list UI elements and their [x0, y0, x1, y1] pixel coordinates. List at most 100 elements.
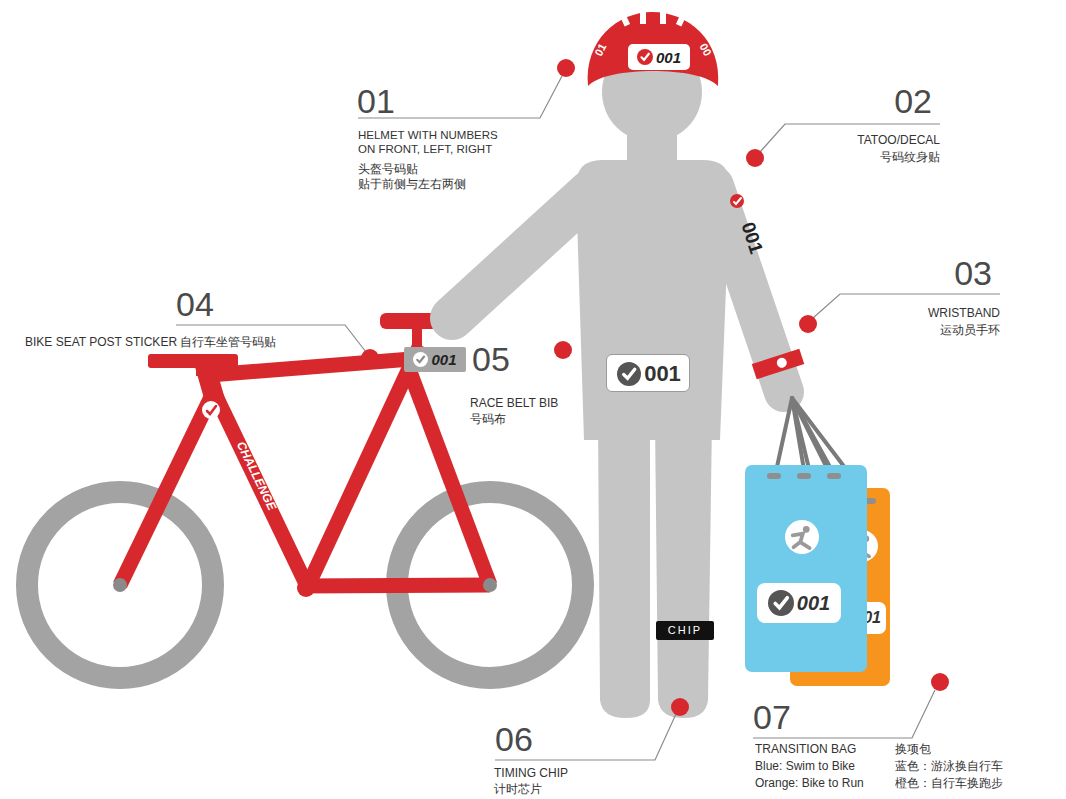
left-leg [598, 420, 650, 718]
bag-hole [810, 498, 824, 504]
bag-hole [827, 473, 841, 479]
runner-body [853, 543, 869, 557]
callout-text: 换项包 [895, 742, 931, 757]
node-content: 001 [404, 347, 466, 372]
callout-dot [554, 341, 572, 359]
top-tube [210, 358, 424, 375]
number-text: 001 [431, 352, 456, 367]
callout-number: 05 [472, 338, 510, 381]
node-content: 001 [757, 583, 841, 623]
number-text: 001 [644, 363, 681, 385]
fork [120, 395, 212, 585]
handlebar [148, 354, 238, 368]
brand-logo [617, 362, 641, 386]
frame-logo [202, 401, 220, 419]
leader-line [753, 690, 935, 738]
number-text: 001 [797, 593, 830, 613]
torso [576, 160, 730, 440]
node-content: 001 [607, 355, 691, 393]
logo-disc [202, 401, 220, 419]
brand-logo [768, 590, 794, 616]
helmet-side-number: 01 [592, 41, 610, 58]
logo-mark [775, 598, 787, 608]
callout-text: TRANSITION BAG [755, 742, 856, 757]
callout-text: Blue: Swim to Bike [755, 759, 855, 774]
bike-frame [120, 345, 490, 590]
callout-text: 运动员手环 [940, 323, 1000, 338]
callout-text: WRISTBAND [928, 306, 1000, 321]
callout-dots [361, 59, 949, 716]
callout-number: 01 [357, 80, 395, 123]
right-leg [655, 420, 712, 718]
wristband-strap [752, 349, 804, 380]
logo-mark [418, 357, 425, 363]
runner-body [793, 534, 810, 548]
callout-dot [557, 59, 575, 77]
runner-icon [846, 530, 878, 562]
runner-icon [785, 520, 819, 554]
frame-brand-text: CHALLENGE [233, 439, 279, 513]
rear-hub [483, 578, 497, 592]
callout-text: BIKE SEAT POST STICKER 自行车坐管号码贴 [25, 335, 276, 350]
callout-dot [931, 673, 949, 691]
number-text: CHIP [668, 625, 702, 636]
logo-mark [624, 369, 635, 378]
callout-text: 号码纹身贴 [880, 150, 940, 165]
helmet [588, 12, 719, 86]
helmet-vent [676, 9, 688, 26]
leader-line [760, 124, 940, 152]
transition-bag: 001 [745, 465, 867, 672]
callout-text: 计时芯片 [494, 782, 542, 797]
callout-dot [361, 349, 379, 367]
logo-disc [768, 590, 794, 616]
helmet-side-number: 00 [696, 41, 714, 58]
athlete-figure [452, 42, 784, 718]
helmet-vent [640, 8, 646, 24]
callout-number: 04 [176, 283, 214, 326]
callout-text: 号码布 [470, 412, 506, 427]
bag-decoration [745, 465, 867, 672]
logo-mark [641, 54, 648, 60]
number-text: 001 [656, 50, 681, 65]
helmet-vent [660, 8, 666, 24]
bag-hole [836, 498, 850, 504]
callout-text: 蓝色：游泳换自行车 [895, 759, 1003, 774]
bag-hole [767, 473, 781, 479]
logo-mark [207, 406, 216, 414]
bottom-bracket [297, 579, 315, 597]
timing-chip: CHIP [656, 621, 714, 640]
tattoo-logo [730, 194, 744, 208]
helmet-vents [618, 8, 688, 27]
callout-number: 02 [894, 80, 932, 123]
callout-number: 07 [753, 696, 791, 739]
wristband [752, 349, 804, 380]
callout-dot [671, 698, 689, 716]
runner-head [863, 536, 869, 542]
brand-logo [413, 352, 428, 367]
callout-text: TATOO/DECAL [857, 133, 940, 148]
leader-line [495, 714, 676, 760]
callout-text: 橙色：自行车换跑步 [895, 776, 1003, 791]
bag-hole [797, 473, 811, 479]
logo-disc [637, 49, 653, 65]
logo-disc [413, 352, 428, 367]
logo-disc [730, 194, 744, 208]
seat-post-sticker: 001 [404, 347, 466, 372]
callout-dot [746, 149, 764, 167]
front-hub [113, 578, 127, 592]
callout-dot [799, 315, 817, 333]
race-bib: 001 [606, 354, 690, 392]
callout-text: HELMET WITH NUMBERS ON FRONT, LEFT, RIGH… [358, 128, 518, 157]
callout-text: 头盔号码贴 贴于前侧与左右两侧 [358, 162, 478, 192]
logo-mark [734, 198, 741, 204]
front-wheel [27, 492, 213, 678]
callout-number: 03 [954, 252, 992, 295]
logo-disc [617, 362, 641, 386]
down-tube [214, 392, 308, 588]
seat-tube [306, 345, 420, 590]
callout-text: TIMING CHIP [494, 766, 568, 781]
helmet-number-badge: 001 [628, 44, 690, 70]
